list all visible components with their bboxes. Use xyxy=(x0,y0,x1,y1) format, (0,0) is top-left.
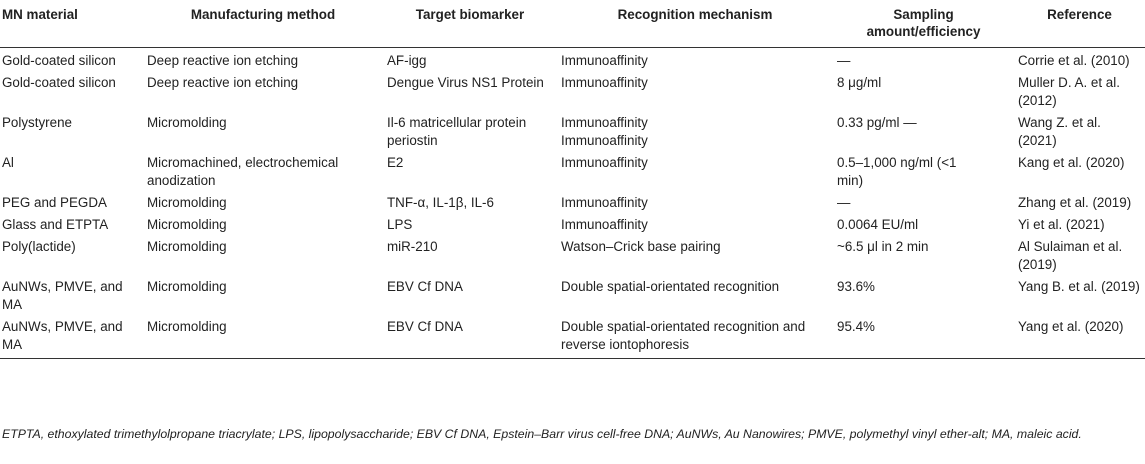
col-header-reference: Reference xyxy=(1014,0,1145,48)
table-row: PEG and PEGDA Micromolding TNF-α, IL-1β,… xyxy=(0,190,1145,212)
cell-manufacturing-method: Micromolding xyxy=(147,279,227,294)
table-row: Poly(lactide) Micromolding miR-210 Watso… xyxy=(0,234,1145,274)
col-header-manufacturing-method: Manufacturing method xyxy=(143,0,383,48)
cell-target-biomarker: LPS xyxy=(387,217,413,232)
cell-reference: Wang Z. et al. (2021) xyxy=(1018,115,1101,148)
cell-recognition-mechanism: Double spatial-orientated recognition xyxy=(561,279,780,294)
cell-manufacturing-method: Micromolding xyxy=(147,217,227,232)
cell-manufacturing-method: Micromolding xyxy=(147,115,227,130)
cell-recognition-mechanism: Immunoaffinity xyxy=(561,53,648,68)
cell-reference: Kang et al. (2020) xyxy=(1018,155,1125,170)
cell-manufacturing-method: Micromolding xyxy=(147,195,227,210)
cell-reference: Zhang et al. (2019) xyxy=(1018,195,1132,210)
table-row: Gold-coated silicon Deep reactive ion et… xyxy=(0,70,1145,110)
cell-sampling-amount: — xyxy=(837,195,851,210)
cell-mn-material: PEG and PEGDA xyxy=(2,195,107,210)
cell-reference: Muller D. A. et al. (2012) xyxy=(1018,75,1120,108)
cell-manufacturing-method: Micromachined, electrochemical anodizati… xyxy=(147,155,339,188)
cell-sampling-amount: 0.5–1,000 ng/ml (<1 min) xyxy=(837,155,957,188)
cell-mn-material: Gold-coated silicon xyxy=(2,53,116,68)
cell-sampling-amount: 93.6% xyxy=(837,279,875,294)
cell-reference: Yang et al. (2020) xyxy=(1014,314,1145,359)
cell-target-biomarker: EBV Cf DNA xyxy=(383,314,557,359)
cell-mn-material: Polystyrene xyxy=(2,115,72,130)
cell-recognition-mechanism: Double spatial-orientated recognition an… xyxy=(557,314,833,359)
cell-mn-material: Glass and ETPTA xyxy=(2,217,109,232)
cell-reference: Yi et al. (2021) xyxy=(1018,217,1105,232)
cell-mn-material: Al xyxy=(2,155,14,170)
cell-manufacturing-method: Micromolding xyxy=(143,314,383,359)
cell-reference: Yang B. et al. (2019) xyxy=(1018,279,1140,294)
cell-sampling-amount: — xyxy=(837,53,851,68)
cell-target-biomarker: EBV Cf DNA xyxy=(387,279,463,294)
col-header-recognition-mechanism: Recognition mechanism xyxy=(557,0,833,48)
cell-sampling-amount: ~6.5 μl in 2 min xyxy=(837,239,929,254)
table-row: AuNWs, PMVE, and MA Micromolding EBV Cf … xyxy=(0,314,1145,359)
cell-recognition-mechanism: Immunoaffinity xyxy=(561,195,648,210)
cell-recognition-mechanism: Watson–Crick base pairing xyxy=(561,239,721,254)
cell-target-biomarker: E2 xyxy=(387,155,404,170)
cell-manufacturing-method: Deep reactive ion etching xyxy=(147,75,299,90)
cell-reference: Corrie et al. (2010) xyxy=(1018,53,1130,68)
table-row: Glass and ETPTA Micromolding LPS Immunoa… xyxy=(0,212,1145,234)
cell-target-biomarker: Il-6 matricellular protein periostin xyxy=(387,115,527,148)
cell-reference: Al Sulaiman et al. (2019) xyxy=(1018,239,1123,272)
cell-manufacturing-method: Deep reactive ion etching xyxy=(147,53,299,68)
cell-sampling-amount: 8 μg/ml xyxy=(837,75,882,90)
cell-target-biomarker: TNF-α, IL-1β, IL-6 xyxy=(387,195,494,210)
cell-recognition-mechanism: Immunoaffinity Immunoaffinity xyxy=(561,115,648,148)
cell-recognition-mechanism: Immunoaffinity xyxy=(561,155,648,170)
header-row: MN material Manufacturing method Target … xyxy=(0,0,1145,48)
cell-recognition-mechanism: Immunoaffinity xyxy=(561,75,648,90)
col-header-sampling-amount: Sampling amount/efficiency xyxy=(833,0,1014,48)
cell-mn-material: Gold-coated silicon xyxy=(2,75,116,90)
table-row: Polystyrene Micromolding Il-6 matricellu… xyxy=(0,110,1145,150)
table-footnote: ETPTA, ethoxylated trimethylolpropane tr… xyxy=(2,427,1082,441)
cell-sampling-amount: 95.4% xyxy=(833,314,1014,359)
col-header-mn-material: MN material xyxy=(0,0,143,48)
col-header-target-biomarker: Target biomarker xyxy=(383,0,557,48)
cell-target-biomarker: Dengue Virus NS1 Protein xyxy=(387,75,544,90)
cell-sampling-amount: 0.0064 EU/ml xyxy=(837,217,919,232)
cell-sampling-amount: 0.33 pg/ml — xyxy=(837,115,917,130)
cell-recognition-mechanism: Immunoaffinity xyxy=(561,217,648,232)
cell-mn-material: Poly(lactide) xyxy=(2,239,76,254)
cell-target-biomarker: miR-210 xyxy=(387,239,438,254)
table-row: AuNWs, PMVE, and MA Micromolding EBV Cf … xyxy=(0,274,1145,314)
cell-mn-material: AuNWs, PMVE, and MA xyxy=(0,314,143,359)
table-row: Gold-coated silicon Deep reactive ion et… xyxy=(0,48,1145,71)
cell-mn-material: AuNWs, PMVE, and MA xyxy=(2,279,123,312)
cell-manufacturing-method: Micromolding xyxy=(147,239,227,254)
cell-target-biomarker: AF-igg xyxy=(387,53,427,68)
table-row: Al Micromachined, electrochemical anodiz… xyxy=(0,150,1145,190)
mn-materials-table: MN material Manufacturing method Target … xyxy=(0,0,1145,359)
